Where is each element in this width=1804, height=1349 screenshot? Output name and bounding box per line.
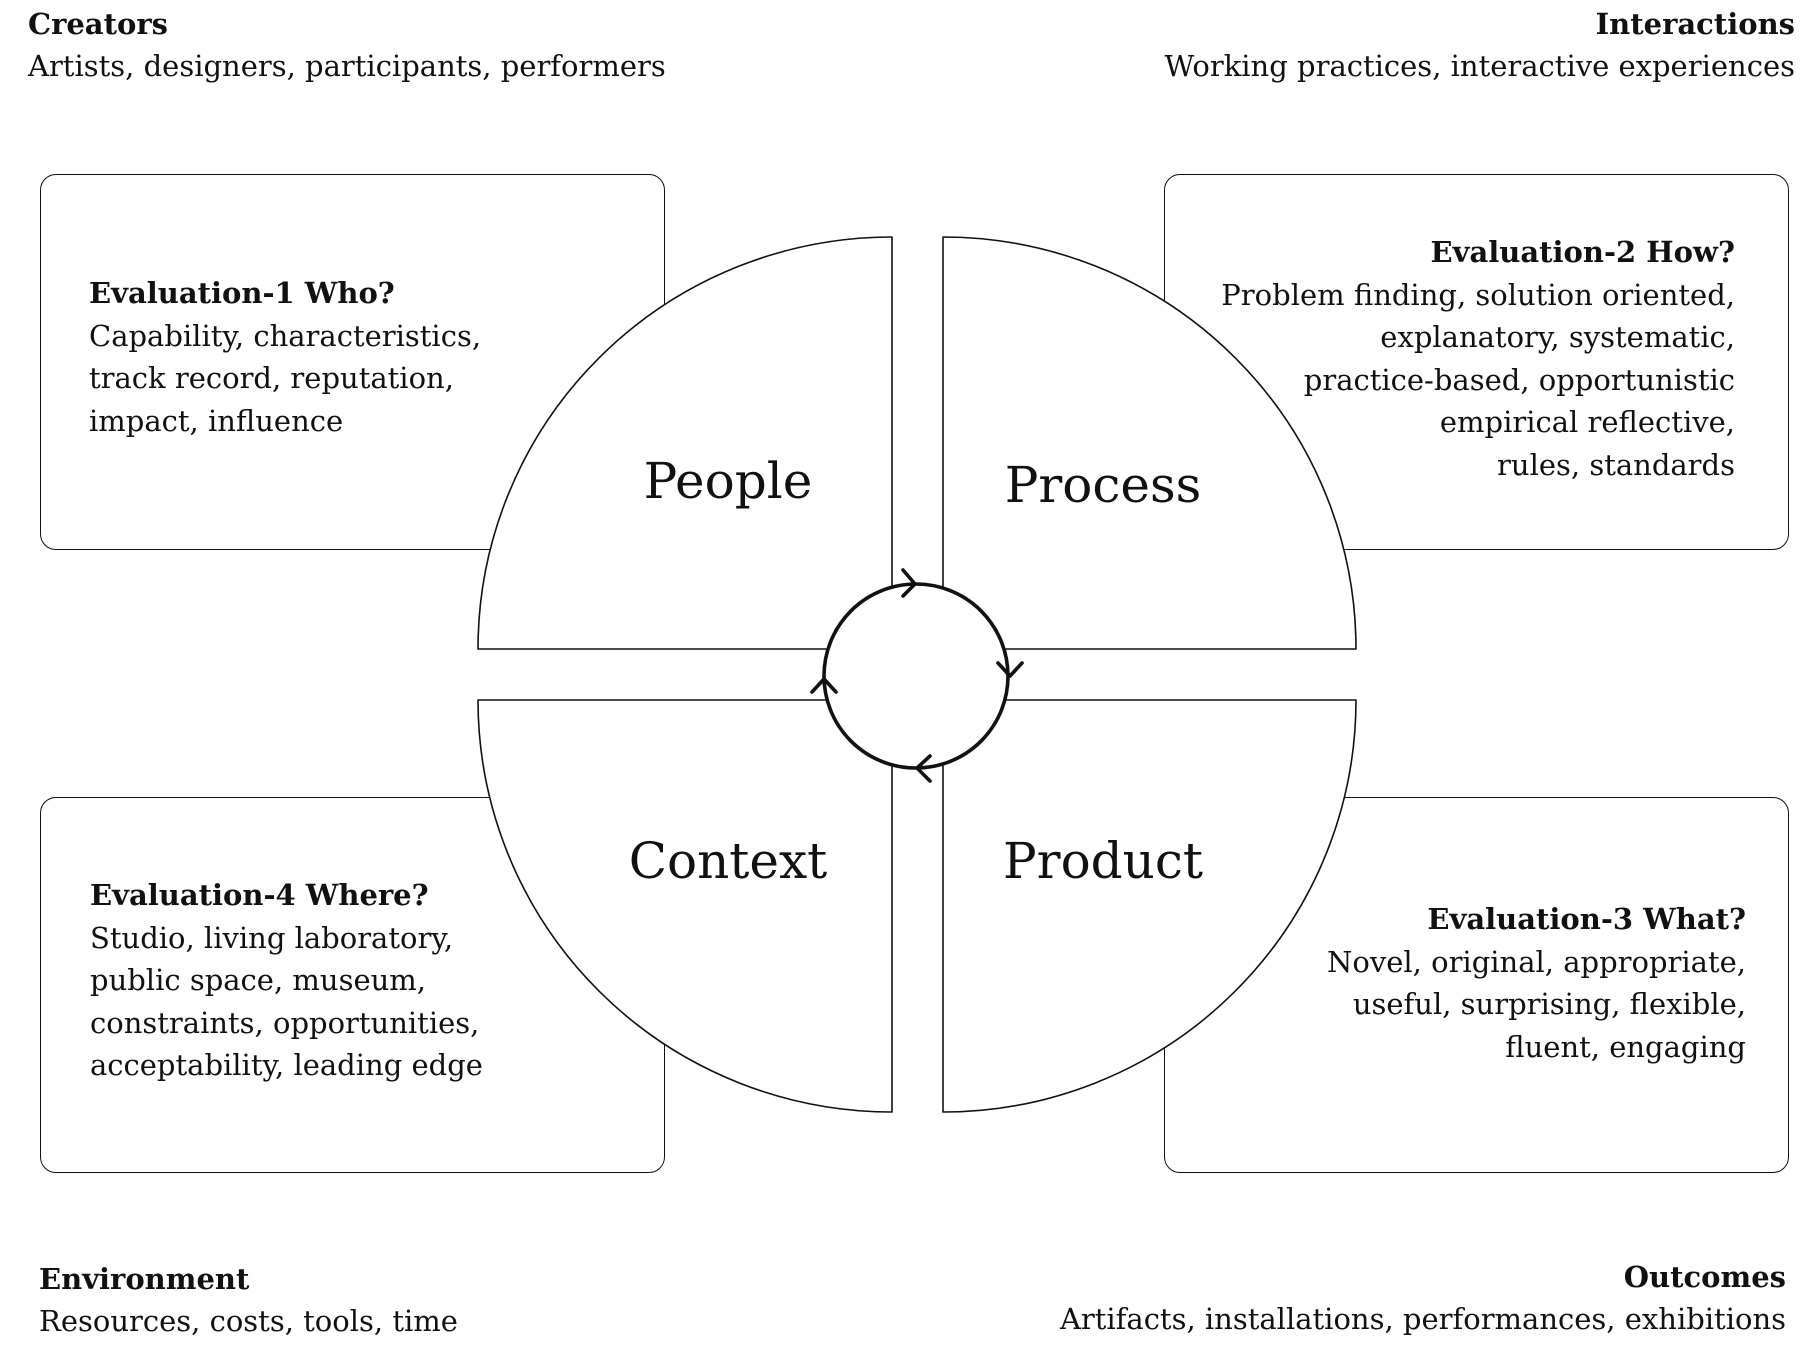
outcomes-heading: Outcomes	[1623, 1260, 1786, 1294]
environment-text: Resources, costs, tools, time	[39, 1304, 458, 1338]
evaluation-3-text: Evaluation-3 What? Novel, original, appr…	[1327, 898, 1746, 1068]
process-label: Process	[1004, 456, 1202, 514]
evaluation-1-line: impact, influence	[89, 403, 344, 438]
outcomes-text: Artifacts, installations, performances, …	[1059, 1302, 1786, 1336]
cycle-arrows-icon	[810, 568, 1024, 783]
evaluation-4-line: constraints, opportunities,	[90, 1005, 480, 1040]
evaluation-2-line: Problem finding, solution oriented,	[1221, 277, 1735, 312]
interactions-text: Working practices, interactive experienc…	[1164, 49, 1795, 83]
creators-block: Creators Artists, designers, participant…	[28, 3, 666, 87]
evaluation-4-line: public space, museum,	[90, 963, 427, 997]
context-label: Context	[628, 832, 828, 890]
evaluation-1-line: Capability, characteristics,	[89, 318, 482, 353]
evaluation-4-line: acceptability, leading edge	[90, 1048, 483, 1082]
evaluation-2-line: explanatory, systematic,	[1380, 320, 1735, 354]
creators-heading: Creators	[28, 7, 168, 41]
cycle-arrowhead-bottom	[915, 754, 932, 783]
environment-block: Environment Resources, costs, tools, tim…	[39, 1258, 458, 1342]
evaluation-4-line: Studio, living laboratory,	[90, 920, 454, 955]
evaluation-2-line: practice-based, opportunistic	[1303, 362, 1735, 397]
cycle-arrowhead-left	[810, 677, 838, 694]
cycle-arrowhead-top	[901, 568, 917, 598]
interactions-heading: Interactions	[1595, 7, 1795, 41]
evaluation-4-text: Evaluation-4 Where? Studio, living labor…	[90, 874, 483, 1087]
evaluation-2-text: Evaluation-2 How? Problem finding, solut…	[1221, 231, 1735, 486]
interactions-block: Interactions Working practices, interact…	[1165, 3, 1795, 87]
outcomes-block: Outcomes Artifacts, installations, perfo…	[1060, 1256, 1786, 1340]
evaluation-3-line: useful, surprising, flexible,	[1352, 987, 1746, 1021]
evaluation-1-text: Evaluation-1 Who? Capability, characteri…	[89, 272, 481, 442]
environment-heading: Environment	[39, 1262, 250, 1296]
people-label: People	[643, 452, 813, 510]
product-quadrant	[942, 699, 1357, 1113]
evaluation-1-heading: Evaluation-1 Who?	[89, 276, 395, 310]
evaluation-2-line: empirical reflective,	[1439, 405, 1735, 439]
evaluation-3-line: Novel, original, appropriate,	[1327, 944, 1746, 979]
evaluation-4-heading: Evaluation-4 Where?	[90, 878, 429, 912]
creators-text: Artists, designers, participants, perfor…	[28, 49, 666, 83]
evaluation-3-heading: Evaluation-3 What?	[1427, 902, 1746, 936]
evaluation-2-line: rules, standards	[1497, 447, 1735, 482]
people-quadrant	[477, 236, 893, 650]
product-label: Product	[1003, 832, 1203, 890]
process-quadrant	[942, 236, 1357, 650]
context-quadrant	[477, 699, 893, 1113]
evaluation-2-heading: Evaluation-2 How?	[1430, 235, 1736, 269]
cycle-arrowhead-right	[996, 661, 1024, 678]
evaluation-1-line: track record, reputation,	[89, 361, 454, 395]
evaluation-3-line: fluent, engaging	[1505, 1029, 1746, 1064]
